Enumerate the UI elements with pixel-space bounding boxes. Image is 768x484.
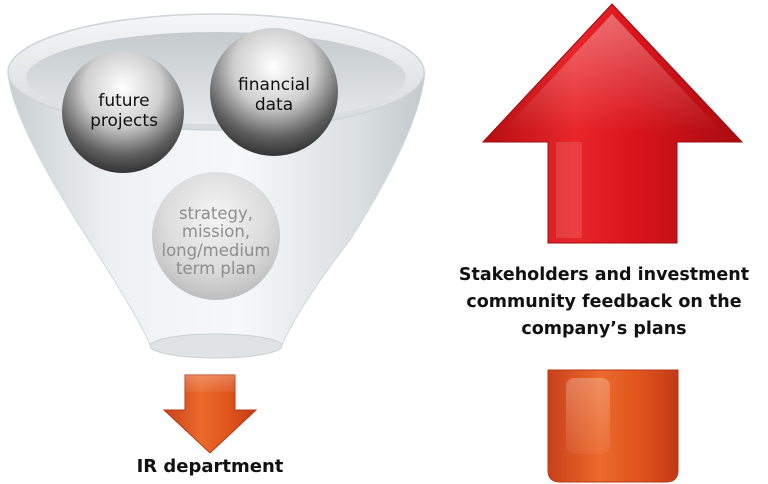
feedback-caption-line-2: community feedback on the (466, 292, 742, 313)
strategy-line-4: term plan (175, 259, 257, 279)
ir-department-caption: IR department (136, 456, 284, 477)
future-projects-line-1: future (98, 91, 150, 111)
strategy-line-1: strategy, (178, 204, 254, 223)
strategy-line-2: mission, (181, 222, 251, 242)
future-projects-line-2: projects (90, 110, 158, 131)
feedback-caption: Stakeholders and investment community fe… (446, 262, 762, 343)
strategy-label: strategy, mission, long/medium term plan (148, 204, 284, 279)
financial-data-line-2: data (254, 94, 294, 115)
feedback-up-arrow-head (481, 3, 744, 244)
financial-data-ball (210, 28, 338, 156)
feedback-caption-line-1: Stakeholders and investment (458, 265, 750, 285)
funnel-spout (149, 333, 283, 359)
ir-down-arrow (162, 374, 258, 454)
feedback-caption-line-3: company’s plans (521, 319, 687, 340)
financial-data-line-1: financial (238, 75, 310, 95)
future-projects-label: future projects (64, 91, 184, 131)
strategy-ball (152, 172, 280, 300)
future-projects-ball (62, 51, 184, 173)
feedback-up-arrow-stem (547, 369, 679, 483)
strategy-line-3: long/medium (161, 240, 271, 260)
financial-data-label: financial data (224, 75, 324, 115)
